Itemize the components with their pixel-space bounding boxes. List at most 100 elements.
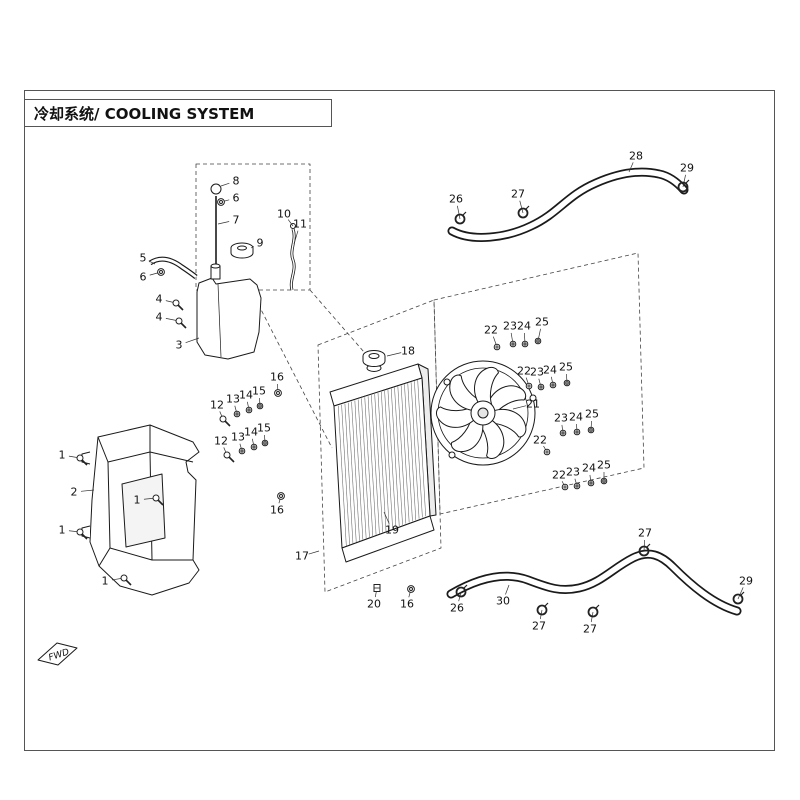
callout-11: 11 [293, 218, 307, 245]
part-washer [573, 428, 581, 436]
callout-number: 12 [214, 435, 228, 448]
callout-18: 18 [386, 345, 415, 358]
callout-number: 24 [582, 462, 596, 475]
page-title: 冷却系统/ COOLING SYSTEM [34, 104, 255, 123]
callout-15: 15 [252, 385, 266, 410]
callout-6: 6 [217, 192, 240, 206]
callout-number: 14 [244, 426, 258, 439]
part-bolt [172, 299, 184, 311]
callout-number: 25 [559, 361, 573, 374]
callout-number: 14 [239, 389, 253, 402]
callout-number: 16 [270, 371, 284, 384]
callout-27: 27 [511, 188, 530, 219]
callout-number: 1 [102, 575, 109, 588]
part-bolt [76, 454, 88, 466]
radiator-cap [362, 350, 386, 367]
part-bolt [152, 494, 164, 506]
radiator-core-fins [338, 380, 426, 546]
callout-24: 24 [569, 411, 583, 436]
part-clamp [455, 584, 468, 598]
callout-26: 26 [450, 584, 468, 615]
callout-22: 22 [552, 469, 569, 491]
callout-number: 27 [583, 623, 597, 636]
callout-19: 19 [383, 511, 399, 537]
part-nut [600, 477, 608, 485]
upper-radiator-hose [447, 167, 689, 242]
part-clamp [732, 591, 745, 605]
callout-number: 19 [385, 524, 399, 537]
callout-16: 16 [400, 585, 415, 611]
callout-number: 16 [400, 598, 414, 611]
callout-17: 17 [295, 550, 320, 563]
coolant-reservoir [196, 263, 262, 360]
part-screw [561, 483, 569, 491]
part-bolt [120, 574, 132, 586]
callout-number: 4 [156, 293, 163, 306]
callout-4: 4 [156, 311, 187, 329]
part-screw [543, 448, 551, 456]
callout-number: 25 [535, 316, 549, 329]
callout-20: 20 [367, 584, 381, 611]
part-clamp [587, 604, 600, 618]
callout-number: 4 [156, 311, 163, 324]
part-nut [563, 379, 571, 387]
callout-number: 15 [257, 422, 271, 435]
callout-number: 20 [367, 598, 381, 611]
part-washer [521, 340, 529, 348]
callout-number: 27 [511, 188, 525, 201]
part-screw [493, 343, 501, 351]
callout-14: 14 [239, 389, 253, 414]
callout-25: 25 [597, 459, 611, 485]
callout-number: 7 [233, 214, 240, 227]
callout-number: 25 [585, 408, 599, 421]
callout-29: 29 [677, 162, 694, 193]
callout-29: 29 [732, 575, 753, 605]
callout-number: 22 [533, 434, 547, 447]
callout-number: 28 [629, 150, 643, 163]
part-washer [559, 429, 567, 437]
part-washer [549, 381, 557, 389]
cooling-fan [430, 360, 537, 466]
callout-16: 16 [270, 371, 284, 397]
part-washer [509, 340, 517, 348]
callout-25: 25 [559, 361, 573, 387]
callout-number: 23 [554, 412, 568, 425]
part-bolt [219, 415, 231, 427]
part-plug [373, 584, 381, 592]
callout-22: 22 [533, 434, 551, 456]
callout-30: 30 [496, 584, 510, 608]
callout-number: 18 [401, 345, 415, 358]
callout-10: 10 [277, 208, 294, 227]
callout-number: 6 [233, 192, 240, 205]
callout-number: 16 [270, 504, 284, 517]
callout-number: 1 [134, 494, 141, 507]
callout-number: 21 [526, 398, 540, 411]
callout-26: 26 [449, 193, 467, 225]
part-screw [525, 382, 533, 390]
callout-number: 23 [530, 366, 544, 379]
assembly-box-radiator [317, 299, 442, 593]
part-bolt [76, 528, 88, 540]
part-washer [573, 482, 581, 490]
callout-number: 24 [569, 411, 583, 424]
callout-28: 28 [628, 150, 643, 173]
callout-number: 10 [277, 208, 291, 221]
callout-number: 11 [293, 218, 307, 231]
callout-number: 17 [295, 550, 309, 563]
callout-number: 26 [449, 193, 463, 206]
callout-number: 1 [59, 449, 66, 462]
callout-15: 15 [257, 422, 271, 447]
callout-number: 22 [484, 324, 498, 337]
part-nut [256, 402, 264, 410]
part-nut [587, 426, 595, 434]
reservoir-hose [148, 256, 198, 279]
callout-27: 27 [532, 602, 549, 633]
part-clamp [517, 205, 530, 219]
callout-2: 2 [71, 486, 95, 499]
callout-number: 13 [231, 431, 245, 444]
part-nut [261, 439, 269, 447]
part-clamp [638, 543, 651, 557]
callout-25: 25 [534, 316, 549, 345]
callout-7: 7 [217, 214, 240, 227]
callout-14: 14 [244, 426, 258, 451]
